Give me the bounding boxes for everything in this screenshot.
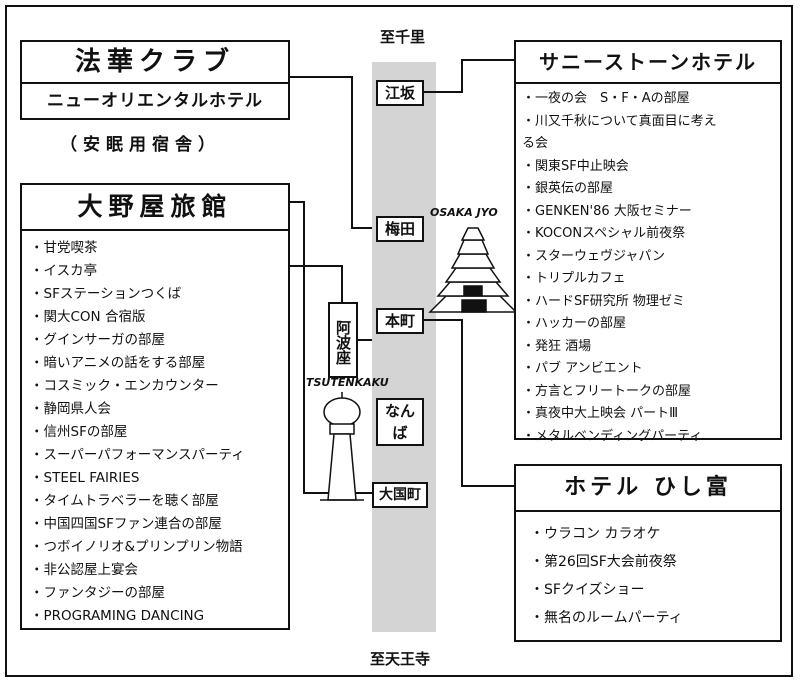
list-item: PROGRAMING DANCING [30,605,288,628]
list-item: ウラコン カラオケ [530,520,780,548]
hishitomi-hotel-box: ホテル ひし富 ウラコン カラオケ 第26回SF大会前夜祭 SFクイズショー 無… [514,464,782,642]
list-item: ハッカーの部屋 [522,313,780,336]
osaka-castle-drawing [428,227,518,313]
list-item: メタルベンディングパーティ [522,426,780,449]
line-sunnystone-esaka [422,59,516,93]
ohnoya-ryokan-title: 大野屋旅館 [22,185,288,231]
hishitomi-hotel-list: ウラコン カラオケ 第26回SF大会前夜祭 SFクイズショー 無名のルームパーテ… [516,512,780,632]
sunnystone-hotel-title: サニーストーンホテル [516,42,780,84]
station-umeda: 梅田 [376,216,424,242]
list-item: SFステーションつくば [30,283,288,306]
list-item: 静岡県人会 [30,398,288,421]
list-item: KOCONスペシャル前夜祭 [522,223,780,246]
list-item: 第26回SF大会前夜祭 [530,548,780,576]
line-hishitomi-honmachi [424,319,514,487]
list-item: スーパーパフォーマンスパーティ [30,444,288,467]
hokke-club-subtitle: ニューオリエンタルホテル [47,91,263,111]
list-item: 非公認屋上宴会 [30,559,288,582]
list-item: 方言とフリートークの部屋 [522,381,780,404]
list-item: 真夜中大上映会 パートⅢ [522,403,780,426]
hokke-club-box: 法華クラブ ニューオリエンタルホテル [20,40,290,120]
station-daikokucho: 大国町 [372,482,428,508]
sunnystone-hotel-list: 一夜の会 S・F・Aの部屋 川又千秋について真面目に考える会 関東SF中止映会 … [516,84,780,448]
list-item: つボイノリオ&プリンプリン物語 [30,536,288,559]
station-esaka: 江坂 [376,80,424,106]
sunnystone-hotel-box: サニーストーンホテル 一夜の会 S・F・Aの部屋 川又千秋について真面目に考える… [514,40,782,444]
list-item: 信州SFの部屋 [30,421,288,444]
list-item: グインサーガの部屋 [30,329,288,352]
station-abeno: 阿波座 [328,302,358,378]
list-item: 一夜の会 S・F・Aの部屋 [522,88,780,111]
bottom-destination-label: 至天王寺 [370,650,431,668]
list-item: GENKEN'86 大阪セミナー [522,201,780,224]
list-item: タイムトラベラーを聴く部屋 [30,490,288,513]
tsutenkaku-tower-drawing [320,392,364,501]
list-item: イスカ亭 [30,260,288,283]
list-item: ハードSF研究所 物理ゼミ [522,291,780,314]
list-item: STEEL FAIRIES [30,467,288,490]
diagram-frame [5,5,793,677]
list-item: パブ アンビエント [522,358,780,381]
list-item: 銀英伝の部屋 [522,178,780,201]
list-item: 無名のルームパーティ [530,604,780,632]
hishitomi-hotel-title: ホテル ひし富 [516,466,780,512]
list-item: ファンタジーの部屋 [30,582,288,605]
station-honmachi: 本町 [376,308,424,334]
list-item: 関大CON 合宿版 [30,306,288,329]
line-hokke-umeda [290,76,372,229]
landmark-osaka-jyo: OSAKA JYO [430,206,498,219]
line-ohnoya-abeno [290,265,343,302]
top-destination-label: 至千里 [380,28,426,46]
route-band [372,62,436,632]
list-item: コスミック・エンカウンター [30,375,288,398]
list-item: トリプルカフェ [522,268,780,291]
list-item: SFクイズショー [530,576,780,604]
list-item: 川又千秋について真面目に考える会 [522,111,722,156]
hokke-club-note: （安眠用宿舎） [60,135,221,155]
list-item: 甘党喫茶 [30,237,288,260]
list-item: 暗いアニメの話をする部屋 [30,352,288,375]
ohnoya-ryokan-box: 大野屋旅館 甘党喫茶 イスカ亭 SFステーションつくば 関大CON 合宿版 グイ… [20,183,290,630]
list-item: 中国四国SFファン連合の部屋 [30,513,288,536]
ohnoya-ryokan-list: 甘党喫茶 イスカ亭 SFステーションつくば 関大CON 合宿版 グインサーガの部… [22,231,288,628]
station-namba: なんば [376,398,424,446]
list-item: スターウェヴジャパン [522,246,780,269]
list-item: 関東SF中止映会 [522,156,780,179]
landmark-tsutenkaku: TSUTENKAKU [306,376,389,389]
hokke-club-title: 法華クラブ [22,42,288,84]
list-item: 発狂 酒場 [522,336,780,359]
